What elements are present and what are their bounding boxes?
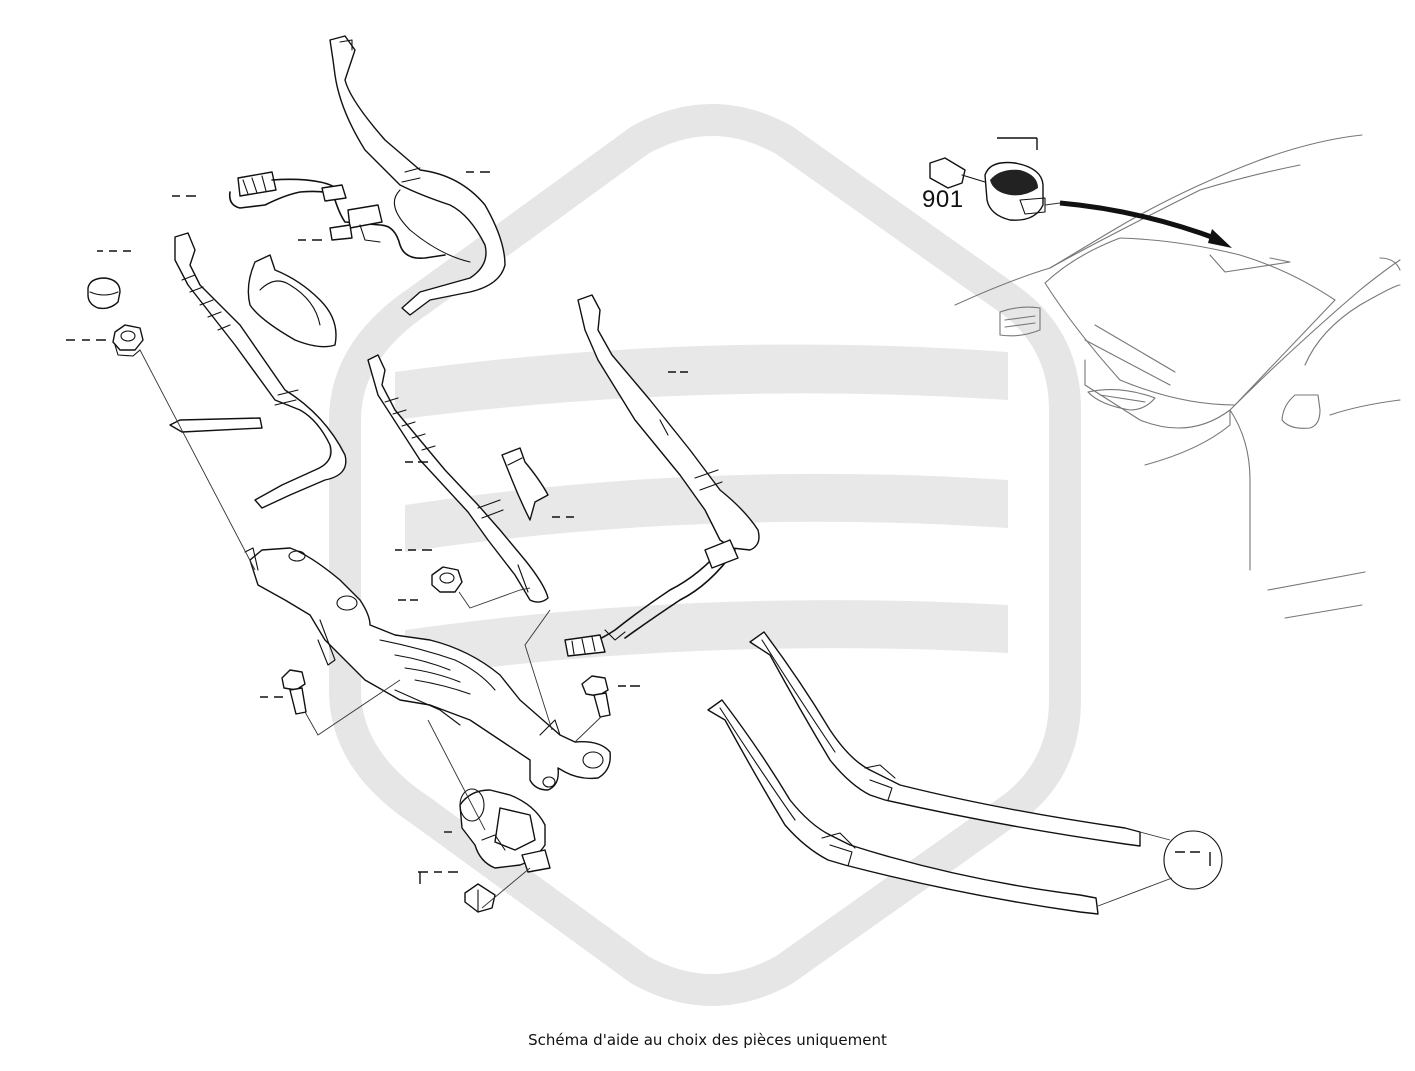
bolt-left <box>281 669 307 715</box>
wiper-arm-top <box>329 35 506 316</box>
pointer-arrow <box>1059 200 1232 248</box>
wiper-blade-upper <box>749 631 1141 847</box>
wiper-motor <box>459 788 551 873</box>
bolt-right <box>581 675 611 718</box>
leader-lines <box>139 202 1061 909</box>
wiring-harness-top <box>228 171 446 260</box>
wiper-arm-left <box>169 232 347 509</box>
wiper-linkage <box>244 547 611 791</box>
watermark-logo <box>329 104 1081 1006</box>
part-number-label: 901 <box>922 186 964 213</box>
connector-symbol <box>464 883 496 913</box>
wiper-arm-right <box>564 294 760 657</box>
wiper-arm-center <box>367 354 549 603</box>
arm-cover-center <box>501 447 549 521</box>
car-outline <box>954 134 1401 619</box>
diagram-caption: Schéma d'aide au choix des pièces unique… <box>528 1031 887 1049</box>
wiper-blade-lower <box>707 699 1099 915</box>
nut-center <box>431 566 463 593</box>
blade-detail-circle <box>1097 830 1223 907</box>
sensor-part <box>929 137 1046 221</box>
cap-and-nut-left <box>87 277 144 357</box>
position-marks <box>66 171 1211 884</box>
arm-cover-left <box>247 254 337 348</box>
